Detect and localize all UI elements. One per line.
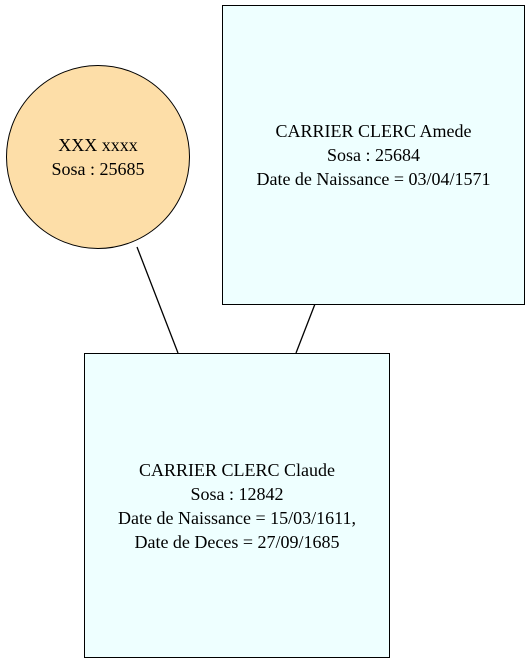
node-child-death: Date de Deces = 27/09/1685 [134,531,340,552]
node-father-name: CARRIER CLERC Amede [275,121,472,141]
node-child[interactable]: CARRIER CLERC Claude Sosa : 12842 Date d… [84,353,390,658]
edge-mother-child [136,246,179,354]
node-mother-sosa: Sosa : 25685 [51,159,145,179]
node-child-name: CARRIER CLERC Claude [138,459,335,480]
node-child-sosa: Sosa : 12842 [190,483,284,504]
node-father-birth: Date de Naissance = 03/04/1571 [256,169,491,189]
node-mother[interactable]: XXX xxxx Sosa : 25685 [6,65,190,249]
node-child-birth: Date de Naissance = 15/03/1611, [118,507,356,528]
node-father[interactable]: CARRIER CLERC Amede Sosa : 25684 Date de… [222,5,525,305]
node-father-sosa: Sosa : 25684 [326,145,420,165]
node-mother-name: XXX xxxx [58,135,138,155]
edge-father-child [295,303,316,354]
